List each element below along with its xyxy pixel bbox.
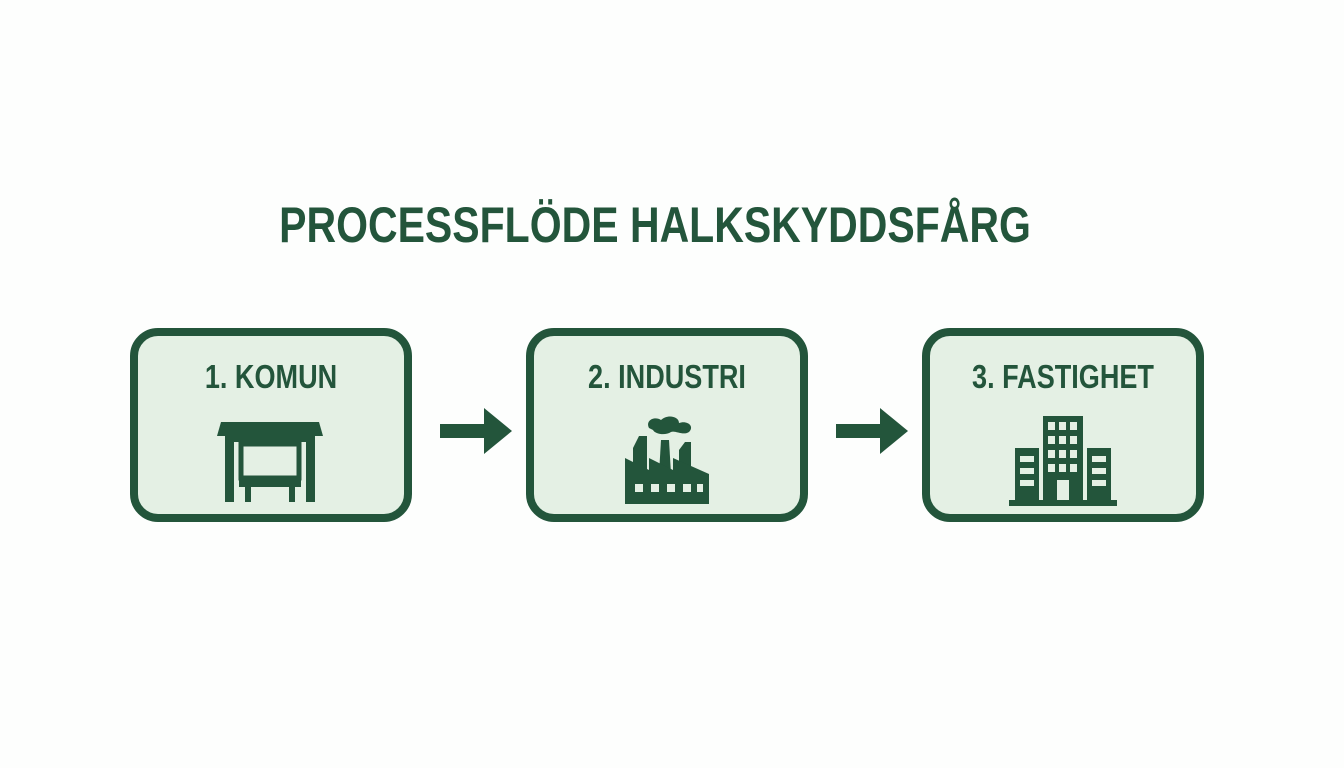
building-icon: [1009, 416, 1117, 506]
bus-shelter-icon: [217, 422, 323, 502]
factory-icon: [625, 416, 709, 504]
step-label: 2. INDUSTRI: [588, 358, 746, 395]
arrow-right-icon: [836, 408, 908, 454]
step-label: 1. KOMUN: [204, 358, 338, 395]
step-box-komun: 1. KOMUN: [130, 328, 412, 522]
step-box-industri: 2. INDUSTRI: [526, 328, 808, 522]
step-label: 3. FASTIGHET: [972, 358, 1154, 395]
arrow-right-icon: [440, 408, 512, 454]
step-box-fastighet: 3. FASTIGHET: [922, 328, 1204, 522]
diagram-title: PROCESSFLÖDE HALKSKYDDSFÅRG: [279, 197, 1031, 253]
